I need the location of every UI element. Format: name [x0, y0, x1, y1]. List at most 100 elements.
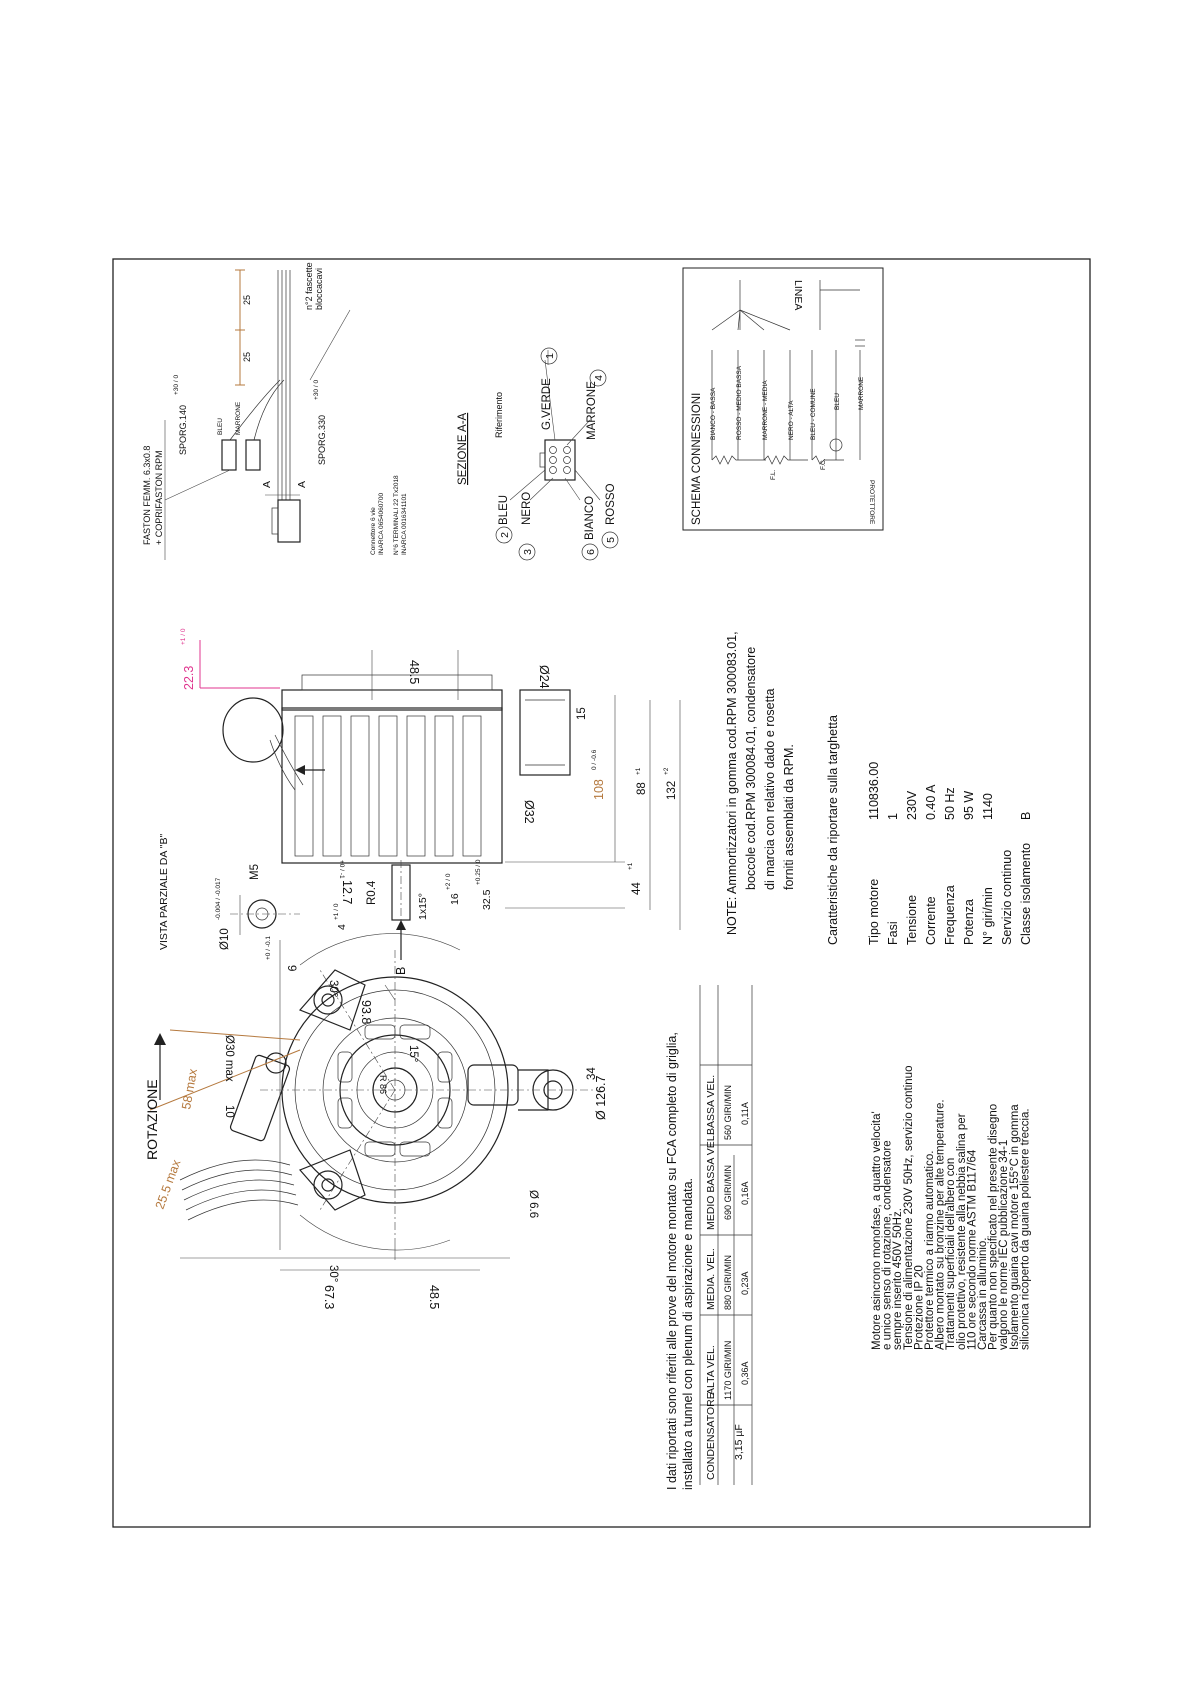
description-line: valgono le norme IEC pubblicazione 34-1	[998, 1140, 1010, 1350]
schema-title: SCHEMA CONNESSIONI	[691, 393, 703, 525]
note-line-2: boccole cod.RPM 300084.01, condensatore	[744, 647, 758, 890]
b-arrow-label: B	[394, 967, 408, 975]
fascette-label-1: n°2 fascette	[304, 262, 314, 310]
dim-12-7-tol: +0 / -1	[338, 860, 345, 879]
dim-88-tol: +1	[635, 767, 642, 775]
fc-label: F.C.	[820, 458, 827, 470]
dim-12-7: 12.7	[340, 880, 354, 904]
protettore-label: PROTETTORE	[868, 480, 875, 525]
td-alta-rpm: 1170 GIRI/MIN	[723, 1341, 733, 1400]
spec-label: Servizio continuo	[1000, 850, 1014, 945]
spec-value: 50 Hz	[943, 787, 957, 820]
spec-value: 1	[886, 813, 900, 820]
description-line: 110 ore secondo norme ASTM B117/64	[966, 1149, 978, 1350]
schema-wire-3: MARRONE - MEDIA	[762, 380, 769, 440]
dim-r04: R0.4	[366, 880, 378, 905]
linea-label: LINEA	[792, 280, 804, 310]
dim-108-tol: 0 / -0.6	[591, 749, 598, 770]
schema-wire-6: BLEU	[834, 393, 841, 410]
dim-93-8: 93.8	[359, 1000, 373, 1024]
faston-label-2: + COPRIFASTON RPM	[154, 450, 164, 545]
nero-label: NERO	[521, 492, 533, 525]
pin-3: 3	[522, 549, 534, 555]
marrone-label: MARRONE	[586, 381, 598, 440]
spec-value: B	[1019, 812, 1033, 820]
spec-value: 0.40 A	[924, 784, 938, 820]
assembly-note: NOTE: Ammortizzatori in gomma cod.RPM 30…	[725, 631, 796, 935]
wire-marrone-small: MARRONE	[235, 401, 242, 435]
dim-6-6: Ø 6.6	[527, 1190, 539, 1218]
td-alta-amp: 0,36A	[740, 1361, 750, 1385]
spec-value: 110836.00	[867, 762, 881, 820]
dim-30max: Ø30 max	[223, 1035, 235, 1082]
sporg-330-tol: +30 / 0	[313, 380, 320, 400]
side-view: B 12.7 +0 / -1 R0.4 1x15° 16 +2 / 0 32.5…	[180, 628, 681, 975]
specs-title: Caratteristiche da riportare sulla targh…	[826, 715, 840, 945]
spec-label: Tipo motore	[867, 879, 881, 945]
dim-88: 88	[636, 782, 648, 795]
spec-label: Tensione	[905, 895, 919, 945]
note-line-3: di marcia con relativo dado e rosetta	[763, 688, 777, 890]
spec-label: Frequenza	[943, 885, 957, 945]
description-line: Motore asincrono monofase, a quattro vel…	[871, 1111, 883, 1350]
th-bassa-vel: BASSA VEL.	[705, 1075, 717, 1135]
dim-25-a: 25	[242, 295, 252, 305]
dim-m5: M5	[249, 864, 261, 880]
description-line: Per quanto non specificato nel presente …	[988, 1104, 1000, 1350]
dim-25-b: 25	[242, 352, 252, 362]
rotation-label: ROTAZIONE	[144, 1079, 160, 1160]
dim-16-tol: +2 / 0	[445, 873, 452, 890]
dim-4-tol: +1 / 0	[333, 903, 340, 920]
dim-15: 15	[576, 707, 588, 720]
dim-r86: R 86	[378, 1075, 388, 1094]
spec-value: 1140	[981, 793, 995, 820]
note-line-4: forniti assemblati da RPM.	[782, 744, 796, 890]
dim-22-3-tol: +1 / 0	[180, 628, 187, 645]
dim-32-5: 32.5	[481, 889, 493, 910]
th-media-vel: MEDIA. VEL.	[705, 1248, 717, 1310]
td-media-rpm: 880 GIRI/MIN	[723, 1255, 733, 1310]
angle-30-top: 30°	[327, 980, 339, 997]
td-mediobassa-amp: 0,16A	[740, 1181, 750, 1205]
schema-wire-4: NERO - ALTA	[788, 400, 795, 440]
dim-25-5: 25.5 max	[153, 1157, 184, 1211]
capacitor	[229, 1054, 291, 1142]
section-a-mark-1: A	[261, 481, 273, 488]
spec-label: Fasi	[886, 921, 900, 945]
dim-16: 16	[449, 893, 461, 905]
drawing-frame	[112, 258, 1091, 1528]
motor-description: Motore asincrono monofase, a quattro vel…	[871, 1066, 1031, 1350]
description-line: Carcassa in alluminio.	[977, 1238, 989, 1351]
spec-label: Corrente	[924, 896, 938, 945]
dim-dia24: Ø24	[537, 665, 551, 689]
connector-label-1: Connettore 6 vie	[370, 507, 377, 555]
performance-note-1: I dati riportati sono riferiti alle prov…	[665, 1032, 679, 1490]
dim-1x15: 1x15°	[417, 893, 429, 920]
th-condensatore: CONDENSATORE	[705, 1392, 717, 1480]
sporg-330: SPORG.330	[317, 415, 327, 465]
sporg-140-tol: +30 / 0	[173, 375, 180, 395]
schema-wire-labels: BIANCO - BASSA ROSSO - MEDIO BASSA MARRO…	[710, 365, 865, 440]
fl-label: F.L.	[770, 469, 777, 480]
dim-126-7: Ø 126.7	[594, 1075, 608, 1120]
description-line: Protezione IP 20	[913, 1265, 925, 1350]
schema-wire-2: ROSSO - MEDIO BASSA	[736, 365, 743, 440]
pin-6: 6	[585, 549, 597, 555]
th-alta-vel: ALTA VEL.	[705, 1345, 717, 1395]
dim-132: 132	[666, 781, 678, 800]
shaft-detail: VISTA PARZIALE DA "B" Ø10 -0.004 / -0.01…	[158, 834, 300, 971]
rosso-label: ROSSO	[605, 483, 617, 525]
vista-parziale-label: VISTA PARZIALE DA "B"	[158, 834, 170, 950]
td-mediobassa-rpm: 690 GIRI/MIN	[723, 1165, 733, 1220]
bianco-label: BIANCO	[584, 496, 596, 540]
angle-15: 15°	[407, 1045, 419, 1062]
spec-label: Potenza	[962, 899, 976, 945]
performance-note-2: installato a tunnel con plenum di aspira…	[681, 1178, 695, 1490]
dim-132-tol: +2	[663, 767, 670, 775]
pin-4: 4	[593, 375, 605, 381]
angle-30-bottom: 30°	[327, 1265, 339, 1282]
riferimento-label: Riferimento	[494, 392, 504, 438]
dim-58: 58 max	[179, 1067, 200, 1111]
wire-bleu-small: BLEU	[217, 418, 224, 435]
